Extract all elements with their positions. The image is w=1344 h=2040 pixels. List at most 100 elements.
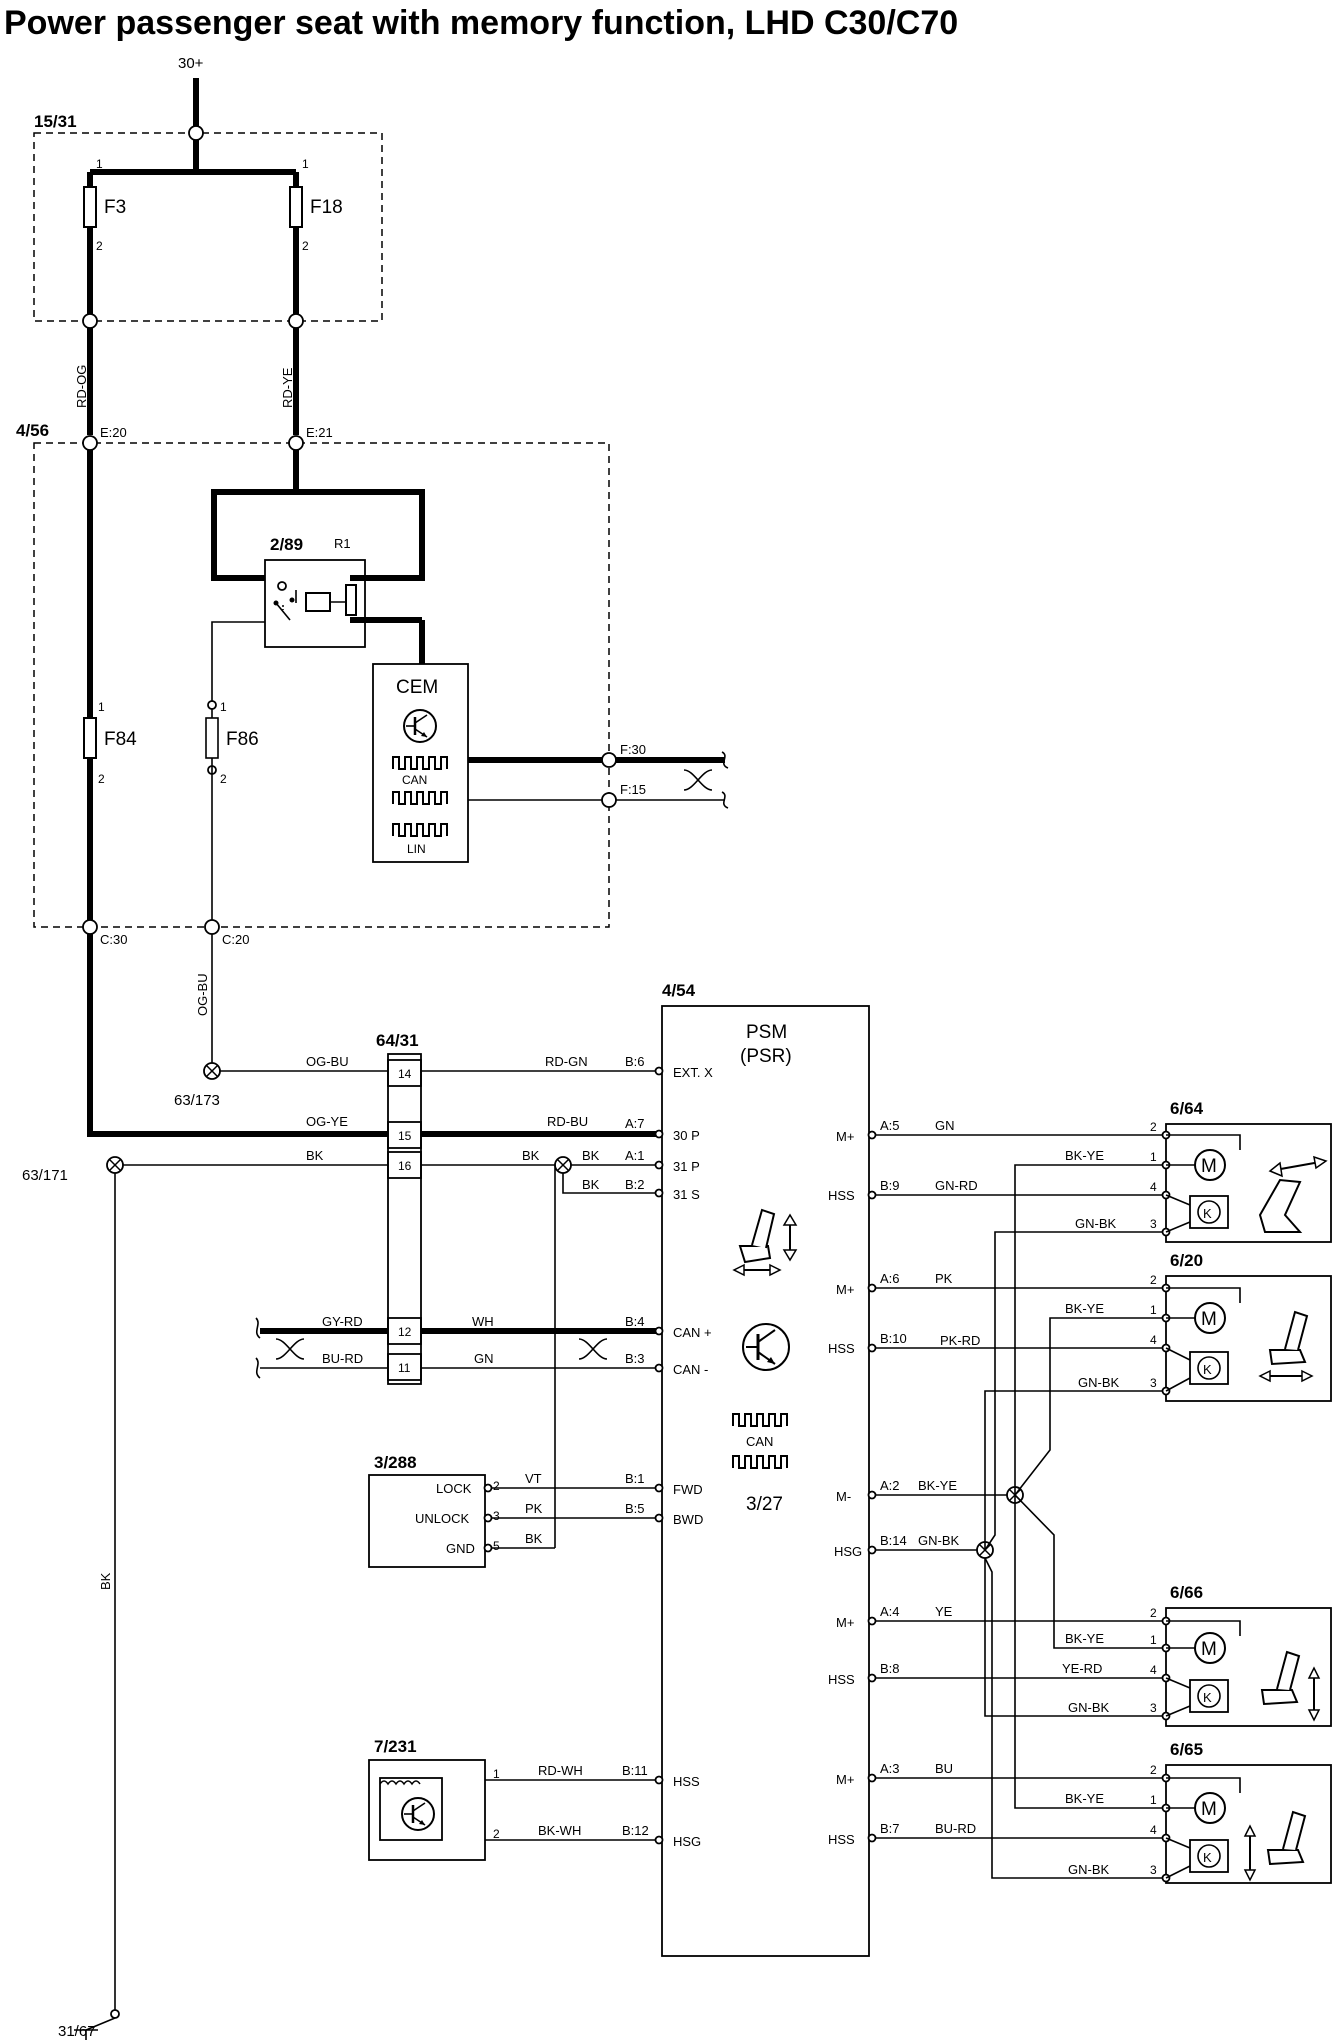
svg-text:4: 4 — [1150, 1663, 1157, 1677]
svg-text:6/64: 6/64 — [1170, 1099, 1204, 1118]
motor-6-66: 6/66 2 1 4 3 BK-YE YE-RD GN-BK M K — [1062, 1583, 1332, 1727]
svg-text:GN-BK: GN-BK — [1068, 1700, 1110, 1715]
svg-text:HSG: HSG — [673, 1834, 701, 1849]
svg-text:16: 16 — [398, 1159, 412, 1173]
svg-text:R1: R1 — [334, 536, 351, 551]
svg-text:F3: F3 — [104, 197, 126, 218]
svg-text:BK: BK — [582, 1148, 600, 1163]
svg-text:2: 2 — [493, 1827, 500, 1841]
svg-text:HSS: HSS — [828, 1672, 855, 1687]
svg-text:F84: F84 — [104, 729, 137, 750]
svg-text:3: 3 — [1150, 1217, 1157, 1231]
svg-text:BK: BK — [306, 1148, 324, 1163]
svg-text:4: 4 — [1150, 1180, 1157, 1194]
svg-text:RD-WH: RD-WH — [538, 1763, 583, 1778]
svg-text:A:6: A:6 — [880, 1271, 900, 1286]
svg-text:1: 1 — [96, 157, 103, 171]
svg-text:A:3: A:3 — [880, 1761, 900, 1776]
svg-text:A:1: A:1 — [625, 1148, 645, 1163]
svg-text:A:5: A:5 — [880, 1118, 900, 1133]
svg-text:6/66: 6/66 — [1170, 1583, 1203, 1602]
svg-text:M: M — [1201, 1309, 1217, 1330]
svg-text:GN: GN — [474, 1351, 494, 1366]
svg-text:6/20: 6/20 — [1170, 1251, 1203, 1270]
psm-ref: 4/54 — [662, 981, 696, 1000]
svg-text:B:11: B:11 — [622, 1763, 648, 1778]
svg-text:1: 1 — [302, 157, 309, 171]
connector-64-31-ref: 64/31 — [376, 1031, 419, 1050]
wire-og-bu-vertical: OG-BU — [195, 973, 210, 1016]
fuse-f84 — [83, 717, 97, 759]
svg-text:B:10: B:10 — [880, 1331, 907, 1346]
svg-text:2: 2 — [1150, 1273, 1157, 1287]
svg-text:PK-RD: PK-RD — [940, 1333, 980, 1348]
svg-text:BK-YE: BK-YE — [1065, 1301, 1104, 1316]
svg-text:14: 14 — [398, 1067, 412, 1081]
svg-text:BK-WH: BK-WH — [538, 1823, 581, 1838]
svg-text:1: 1 — [493, 1767, 500, 1781]
svg-text:M+: M+ — [836, 1615, 854, 1630]
svg-text:B:3: B:3 — [625, 1351, 645, 1366]
svg-text:4: 4 — [1150, 1823, 1157, 1837]
svg-text:E:21: E:21 — [306, 425, 333, 440]
svg-text:M: M — [1201, 1799, 1217, 1820]
diagram-title: Power passenger seat with memory functio… — [4, 4, 958, 42]
svg-text:BK-YE: BK-YE — [1065, 1791, 1104, 1806]
svg-text:3: 3 — [1150, 1701, 1157, 1715]
svg-text:M+: M+ — [836, 1282, 854, 1297]
svg-text:BK: BK — [582, 1177, 600, 1192]
svg-text:BK-YE: BK-YE — [918, 1478, 957, 1493]
svg-text:1: 1 — [1150, 1793, 1157, 1807]
svg-text:OG-YE: OG-YE — [306, 1114, 348, 1129]
svg-text:C:20: C:20 — [222, 932, 249, 947]
ground-31-67: 31/67 — [58, 2023, 96, 2040]
svg-text:UNLOCK: UNLOCK — [415, 1511, 470, 1526]
svg-text:1: 1 — [98, 700, 105, 714]
svg-text:4: 4 — [1150, 1333, 1157, 1347]
svg-text:YE-RD: YE-RD — [1062, 1661, 1102, 1676]
svg-text:K: K — [1203, 1206, 1212, 1221]
svg-text:RD-GN: RD-GN — [545, 1054, 588, 1069]
svg-text:FWD: FWD — [673, 1482, 703, 1497]
svg-text:1: 1 — [220, 700, 227, 714]
svg-text:GN-BK: GN-BK — [918, 1533, 960, 1548]
svg-text:CAN -: CAN - — [673, 1362, 708, 1377]
svg-text:HSG: HSG — [834, 1544, 862, 1559]
svg-text:3: 3 — [493, 1509, 500, 1523]
svg-text:B:9: B:9 — [880, 1178, 900, 1193]
svg-text:M+: M+ — [836, 1129, 854, 1144]
wire-bk-ground: BK — [98, 1572, 113, 1590]
svg-text:GN-BK: GN-BK — [1068, 1862, 1110, 1877]
svg-text:30 P: 30 P — [673, 1128, 700, 1143]
svg-text:B:5: B:5 — [625, 1501, 645, 1516]
svg-text:5: 5 — [493, 1539, 500, 1553]
svg-text:HSS: HSS — [828, 1832, 855, 1847]
svg-text:B:7: B:7 — [880, 1821, 900, 1836]
svg-text:CAN: CAN — [402, 773, 427, 787]
svg-text:CAN: CAN — [746, 1434, 773, 1449]
svg-text:A:2: A:2 — [880, 1478, 900, 1493]
fuse-f18 — [289, 186, 303, 228]
wire-rd-og: RD-OG — [74, 365, 89, 408]
svg-text:M+: M+ — [836, 1772, 854, 1787]
svg-text:BU-RD: BU-RD — [322, 1351, 363, 1366]
svg-text:OG-BU: OG-BU — [306, 1054, 349, 1069]
svg-text:2: 2 — [1150, 1606, 1157, 1620]
supply-label: 30+ — [178, 55, 204, 72]
svg-text:2: 2 — [1150, 1763, 1157, 1777]
fuse-box-ref: 15/31 — [34, 112, 77, 131]
svg-text:F18: F18 — [310, 197, 343, 218]
svg-text:E:20: E:20 — [100, 425, 127, 440]
svg-text:F:15: F:15 — [620, 782, 646, 797]
svg-text:11: 11 — [398, 1361, 411, 1375]
svg-text:BK: BK — [525, 1531, 543, 1546]
svg-text:YE: YE — [935, 1604, 953, 1619]
svg-text:C:30: C:30 — [100, 932, 127, 947]
svg-text:M-: M- — [836, 1489, 851, 1504]
cem-box — [33, 442, 610, 928]
svg-text:K: K — [1203, 1362, 1212, 1377]
connector-64-31 — [387, 1053, 422, 1385]
